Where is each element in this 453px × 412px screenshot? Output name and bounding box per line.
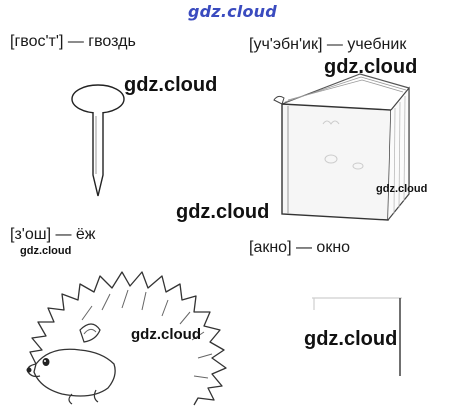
book-picture bbox=[273, 73, 410, 221]
watermark: gdz.cloud bbox=[131, 326, 201, 343]
site-label: gdz.cloud bbox=[188, 2, 277, 21]
hedgehog-picture bbox=[26, 271, 227, 406]
watermark: gdz.cloud bbox=[124, 74, 218, 96]
watermark: gdz.cloud bbox=[376, 183, 428, 195]
watermark: gdz.cloud bbox=[20, 245, 72, 257]
caption-nail: [гвос'т'] — гвоздь bbox=[10, 33, 136, 50]
window-picture bbox=[312, 297, 402, 376]
caption-book: [уч'эбн'ик] — учебник bbox=[249, 36, 407, 53]
nail-picture bbox=[71, 84, 125, 197]
caption-window: [акно] — окно bbox=[249, 239, 351, 256]
watermark: gdz.cloud bbox=[304, 328, 398, 350]
watermark: gdz.cloud bbox=[176, 201, 270, 223]
watermark: gdz.cloud bbox=[324, 56, 418, 78]
caption-hedgehog: [з'ош] — ёж bbox=[10, 226, 96, 243]
